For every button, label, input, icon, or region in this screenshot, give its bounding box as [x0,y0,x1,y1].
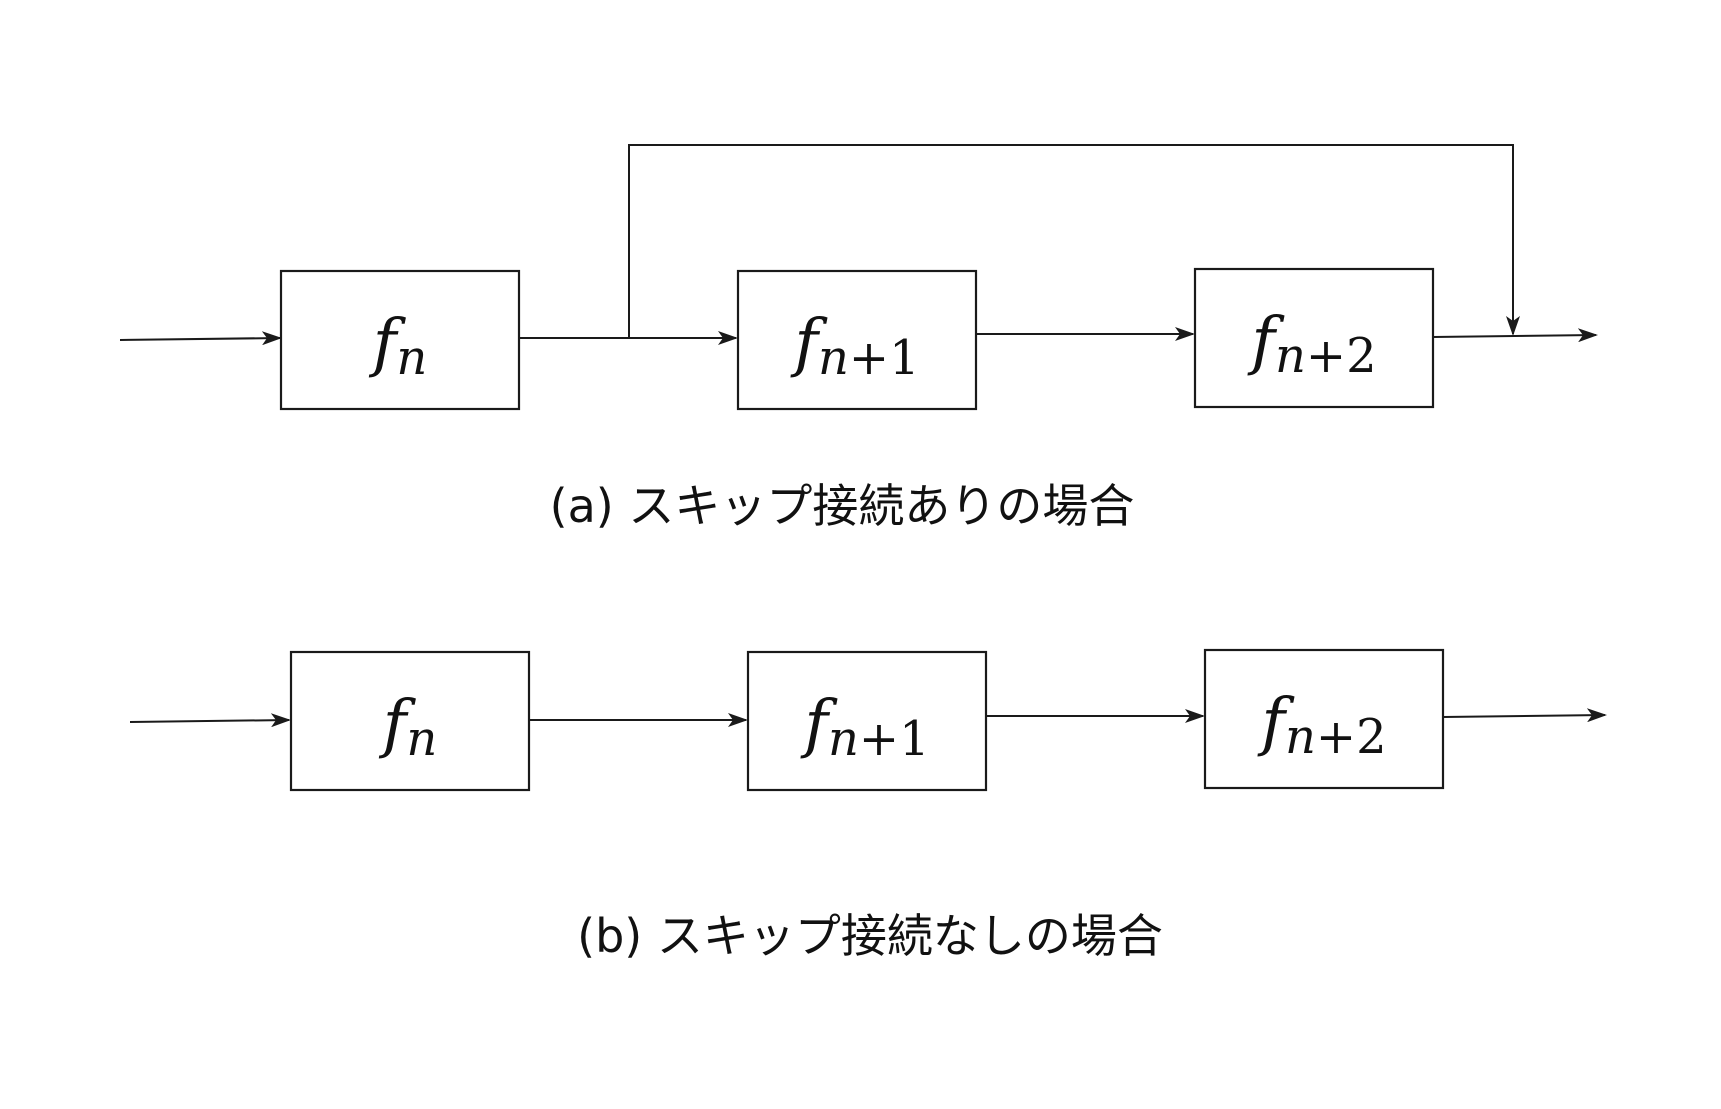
skip-connection-path [628,144,1520,338]
block-frame [289,650,531,792]
block-label: fn+2 [1247,304,1376,384]
index-symbol: n [396,330,427,386]
index-symbol: n [818,330,849,386]
panel-b-block-fn2: fn+2 [1203,648,1445,790]
block-frame [736,269,978,411]
panel-a-output-arrow [1432,328,1598,343]
index-suffix: +1 [859,711,930,767]
block-frame [1193,267,1435,409]
panel-a-block-fn2: fn+2 [1193,267,1435,409]
panel-a: fn fn+1 fn+2 (a) スキップ接続ありの場合 [119,144,1598,533]
panel-a-block-fn: fn [279,269,521,411]
block-label: fn+1 [800,687,929,767]
panel-a-caption: (a) スキップ接続ありの場合 [550,479,1135,533]
panel-b-block-fn1: fn+1 [746,650,988,792]
block-frame [279,269,521,411]
block-frame [746,650,988,792]
index-symbol: n [1275,328,1306,384]
index-symbol: n [828,711,859,767]
index-suffix: +2 [1306,328,1377,384]
panel-b-block-fn: fn [289,650,531,792]
block-frame [1203,648,1445,790]
panel-a-block-fn1: fn+1 [736,269,978,411]
index-symbol: n [406,711,437,767]
block-label: fn+1 [790,306,919,386]
panel-a-input-arrow [119,331,282,346]
panel-b: fn fn+1 fn+2 (b) スキップ接続なしの場合 [129,648,1607,963]
index-suffix: +2 [1316,709,1387,765]
index-symbol: n [1285,709,1316,765]
index-suffix: +1 [849,330,920,386]
panel-b-output-arrow [1442,708,1607,723]
panel-b-input-arrow [129,713,291,728]
panel-b-caption: (b) スキップ接続なしの場合 [577,909,1163,963]
